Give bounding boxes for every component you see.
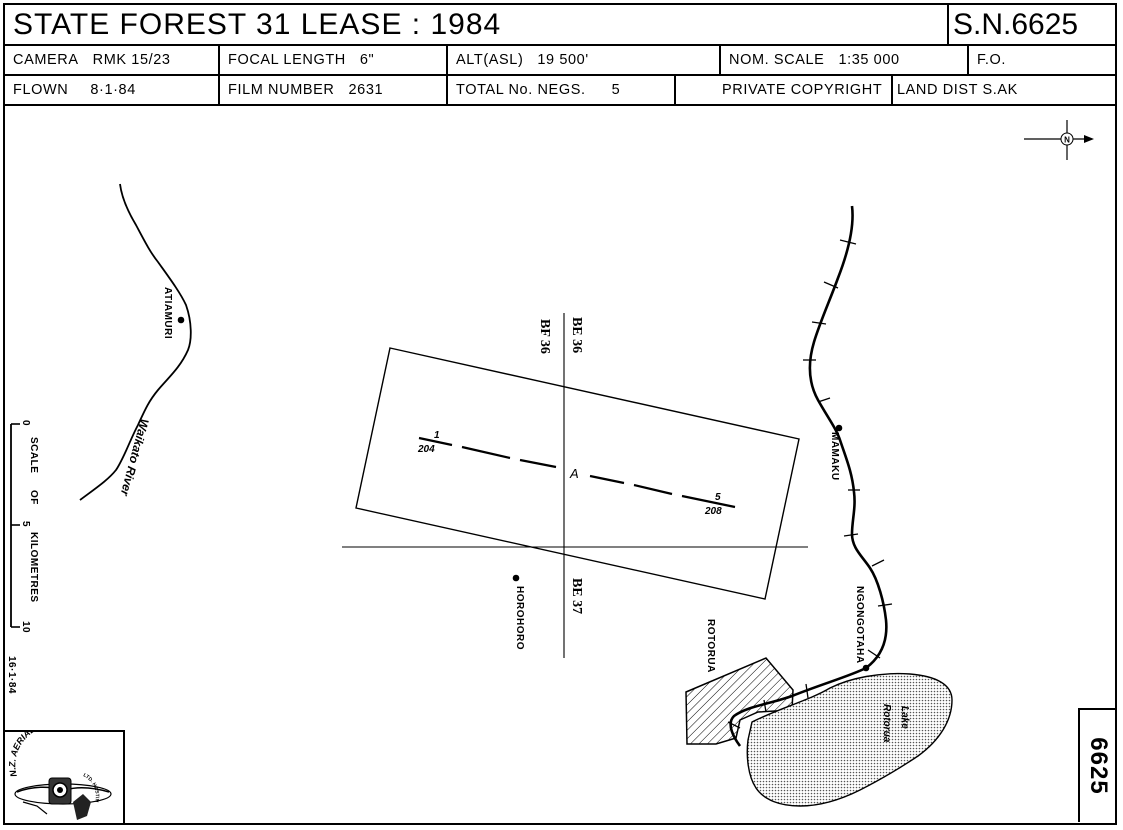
map-frame: STATE FOREST 31 LEASE : 1984 S.N.6625 CA… — [3, 3, 1117, 825]
north-arrow-icon: N — [1024, 120, 1094, 160]
film-value: 2631 — [348, 82, 384, 98]
info-row-2: FLOWN 8·1·84 FILM NUMBER 2631 TOTAL No. … — [5, 76, 1115, 106]
scale-label: NOM. SCALE — [729, 52, 825, 68]
scale-tick-10: 10 — [20, 621, 31, 633]
fo-label: F.O. — [977, 52, 1006, 68]
flight-line-a — [418, 436, 736, 509]
copyright-cell: PRIVATE COPYRIGHT — [674, 76, 891, 104]
flown-label: FLOWN — [13, 82, 69, 98]
mamaku-point — [835, 424, 843, 432]
waikato-river-line — [79, 183, 192, 501]
scale-value: 1:35 000 — [838, 52, 900, 68]
rotorua-label: ROTORUA — [705, 619, 716, 673]
flight-end-neg: 208 — [704, 506, 722, 517]
land-district-cell: LAND DIST S.AK — [891, 76, 1117, 104]
flight-start-frame: 1 — [434, 430, 440, 441]
scale-bar — [10, 423, 20, 628]
map-title: STATE FOREST 31 LEASE : 1984 — [13, 7, 502, 41]
scale-tick-5: 5 — [20, 521, 31, 527]
camera-value: RMK 15/23 — [92, 52, 171, 68]
camera-label: CAMERA — [13, 52, 79, 68]
atiamuri-point — [177, 316, 185, 324]
grid-label-bf36: BF 36 — [537, 319, 552, 354]
horohoro-label: HOROHORO — [514, 586, 525, 650]
scale-label-of: OF — [28, 490, 39, 505]
sheet-number: S.N.6625 — [947, 5, 1117, 44]
flight-run-label: A — [569, 466, 579, 481]
focal-value: 6" — [359, 52, 375, 68]
rotorua-urban-area — [685, 657, 794, 745]
grid-label-be36: BE 36 — [569, 317, 584, 353]
negs-cell: TOTAL No. NEGS. 5 — [446, 76, 674, 104]
lake-label-2: Rotorua — [881, 704, 892, 743]
title-row: STATE FOREST 31 LEASE : 1984 S.N.6625 — [5, 5, 1115, 46]
grid-label-be37: BE 37 — [569, 578, 584, 614]
camera-cell: CAMERA RMK 15/23 — [5, 46, 218, 74]
scale-cell: NOM. SCALE 1:35 000 — [719, 46, 967, 74]
scale-tick-0: 0 — [20, 420, 31, 426]
lake-rotorua — [746, 672, 953, 807]
flown-value: 8·1·84 — [90, 82, 136, 98]
alt-value: 19 500' — [537, 52, 589, 68]
flight-start-neg: 204 — [417, 444, 435, 455]
scale-label-km: KILOMETRES — [28, 532, 39, 603]
svg-text:N: N — [1064, 136, 1070, 145]
focal-cell: FOCAL LENGTH 6" — [218, 46, 446, 74]
mamaku-label: MAMAKU — [829, 432, 840, 481]
alt-label: ALT(ASL) — [456, 52, 524, 68]
atiamuri-label: ATIAMURI — [162, 287, 173, 339]
film-label: FILM NUMBER — [228, 82, 335, 98]
coverage-area — [355, 347, 800, 600]
compiled-date: 16·1·84 — [6, 656, 17, 694]
lake-label-1: Lake — [899, 706, 910, 729]
scale-label-scale: SCALE — [28, 437, 39, 473]
focal-label: FOCAL LENGTH — [228, 52, 346, 68]
altitude-cell: ALT(ASL) 19 500' — [446, 46, 719, 74]
ngongotaha-label: NGONGOTAHA — [854, 586, 865, 664]
horohoro-point — [512, 574, 520, 582]
flown-cell: FLOWN 8·1·84 — [5, 76, 218, 104]
fo-cell: F.O. — [967, 46, 1117, 74]
film-cell: FILM NUMBER 2631 — [218, 76, 446, 104]
info-row-1: CAMERA RMK 15/23 FOCAL LENGTH 6" ALT(ASL… — [5, 46, 1115, 76]
side-sheet-number-box: 6625 — [1078, 708, 1115, 822]
side-sheet-number: 6625 — [1084, 737, 1112, 795]
ngongotaha-point — [862, 664, 870, 672]
flight-end-frame: 5 — [715, 492, 721, 503]
negs-label: TOTAL No. NEGS. — [456, 82, 586, 98]
negs-value: 5 — [611, 82, 621, 98]
